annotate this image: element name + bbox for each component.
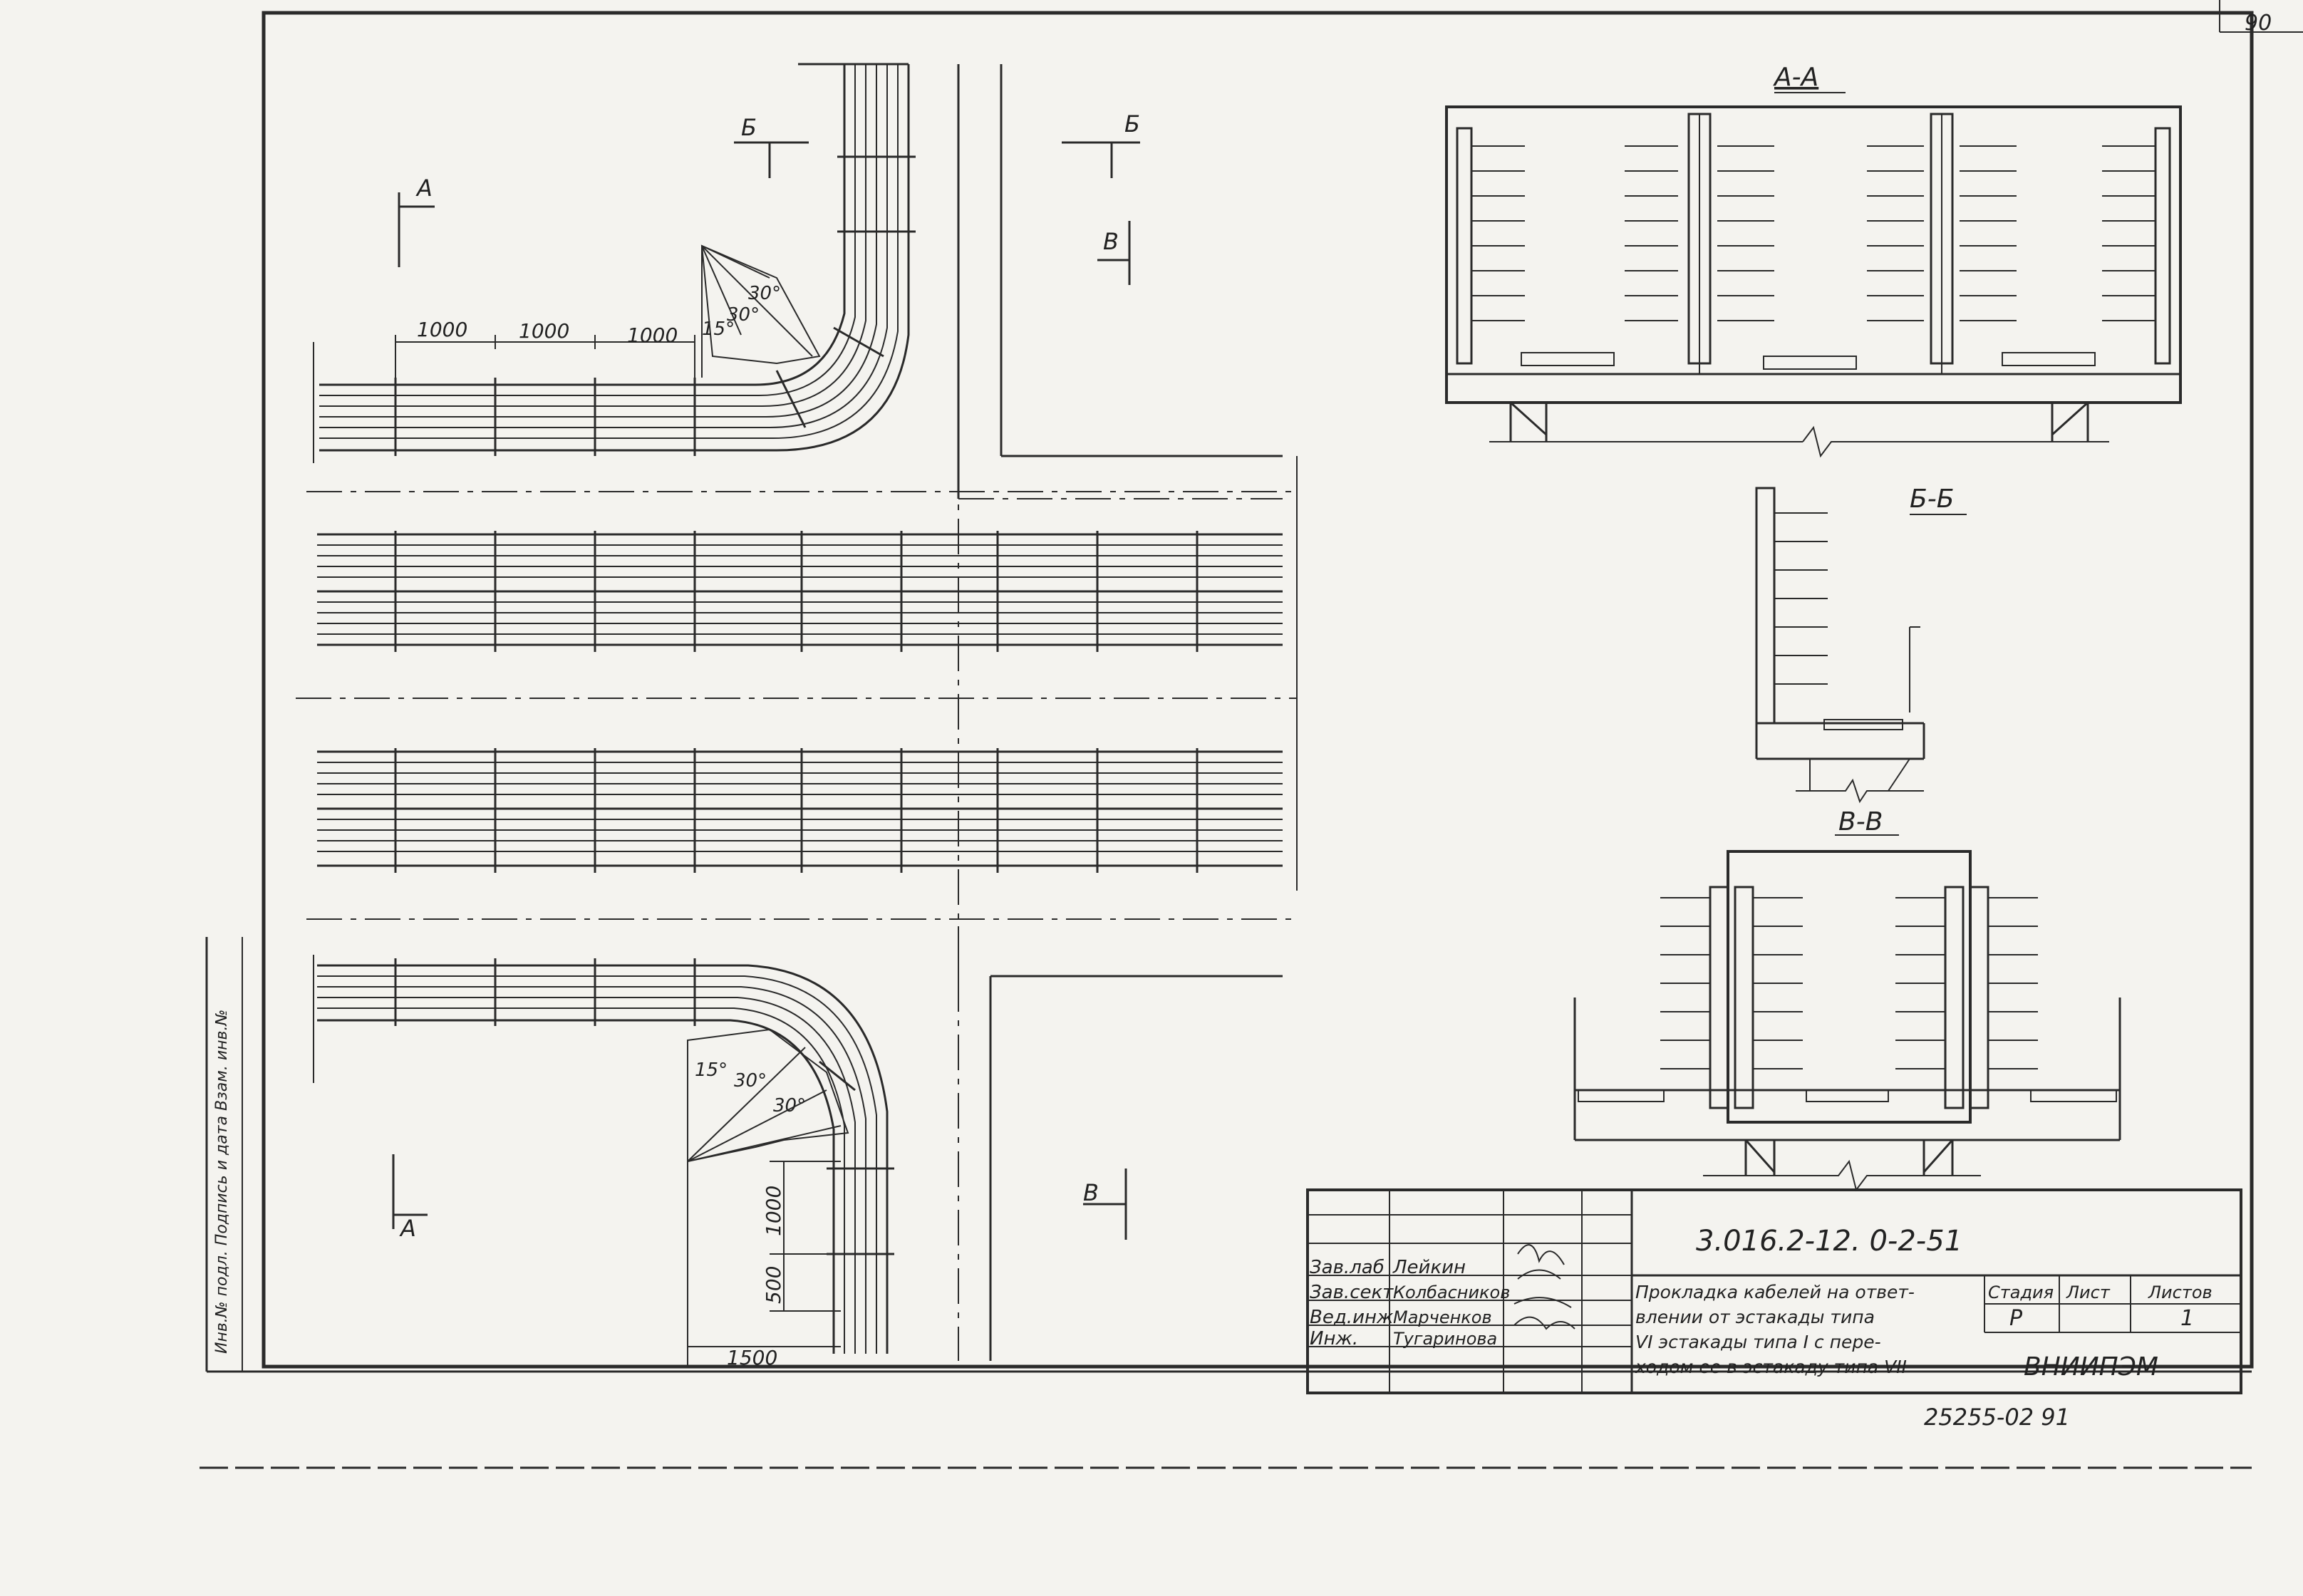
name-1: Лейкин [1392,1257,1466,1278]
middle-tray-run-2 [317,748,1283,873]
plan-view: 1000 1000 1000 15° 30° 30° [296,63,1298,1369]
dim-top-1: 1000 [417,318,467,341]
section-bb-shelves [1774,512,1828,685]
estakade-outline [957,64,1283,1361]
doc-code: 3.016.2-12. 0-2-51 [1696,1225,1962,1258]
section-aa: А-А [1445,63,2182,458]
top-branch-dims: 1000 1000 1000 15° 30° 30° [395,244,821,378]
org-name: ВНИИПЭМ [2024,1352,2158,1382]
cut-mark-a-top: А [398,175,435,267]
section-vv-title: В-В [1838,807,1883,836]
name-2: Колбасников [1393,1282,1510,1302]
bottom-branch-dims: 15° 30° 30° 1000 500 1500 [687,1028,849,1369]
col-sheet: Лист [2066,1282,2111,1302]
col-stage: Стадия [1988,1282,2054,1302]
title-line-4: ходом ее в эстакаду типа VII [1635,1357,1907,1377]
page-number: 90 [2245,11,2272,36]
cut-mark-a-bottom-label: А [399,1215,416,1242]
sheets-value: 1 [2180,1306,2194,1331]
angle-bottom-2: 30° [734,1070,767,1092]
role-4: Инж. [1310,1328,1358,1349]
dim-500-vertical: 500 [762,1266,785,1304]
sheet-frame [200,0,2303,1469]
cut-mark-b-left-label: Б [741,114,757,141]
col-sheets: Листов [2148,1282,2213,1302]
bottom-branch-trays [317,958,894,1354]
title-line-3: VI эстакады типа I с пере- [1635,1332,1881,1352]
top-branch-trays [319,63,910,452]
section-bb: Б-Б [1755,484,1967,804]
cut-mark-b-left: Б [734,114,809,178]
section-vv-shelves [1660,897,2038,1069]
dim-top-2: 1000 [519,319,569,343]
bottom-code: 25255-02 91 [1924,1404,2070,1431]
dim-1000-vertical: 1000 [762,1186,785,1236]
section-aa-title: А-А [1773,63,1818,92]
angle-top-1: 15° [702,318,735,340]
title-line-2: влении от эстакады типа [1635,1307,1875,1327]
cut-mark-v-bottom: В [1083,1168,1127,1240]
title-block: 3.016.2-12. 0-2-51 Зав.лаб Лейкин Зав.се… [1306,1188,2242,1394]
section-aa-shelves [1471,145,2155,321]
title-line-1: Прокладка кабелей на ответ- [1635,1282,1915,1302]
middle-tray-run-1 [317,531,1283,652]
section-bb-title: Б-Б [1910,484,1954,514]
name-4: Тугаринова [1393,1329,1497,1349]
side-stamp: Инв.№ подл. Подпись и дата Взам. инв.№ [213,1010,231,1354]
cut-mark-b-right: Б [1062,110,1140,178]
role-2: Зав.сект [1310,1282,1394,1303]
role-1: Зав.лаб [1310,1257,1385,1278]
angle-bottom-3: 30° [773,1095,806,1116]
cut-mark-a-top-label: А [415,175,433,202]
dim-1500: 1500 [727,1346,777,1369]
cut-mark-a-bottom: А [392,1154,428,1242]
angle-top-3: 30° [748,283,781,304]
cut-mark-v-top-label: В [1103,228,1119,255]
role-3: Вед.инж [1310,1307,1394,1328]
name-3: Марченков [1393,1307,1492,1327]
axis-lines [296,342,1298,1083]
section-vv: В-В [1573,807,2121,1192]
top-branch-supports [394,155,916,456]
cut-mark-v-bottom-label: В [1083,1179,1099,1206]
angle-bottom-1: 15° [695,1059,728,1081]
dim-top-3: 1000 [627,323,678,347]
angle-top-2: 30° [727,304,760,326]
stage-value: Р [2009,1306,2023,1331]
signatures [1513,1244,1575,1330]
cut-mark-v-top: В [1097,221,1131,285]
cut-mark-b-right-label: Б [1124,110,1140,138]
